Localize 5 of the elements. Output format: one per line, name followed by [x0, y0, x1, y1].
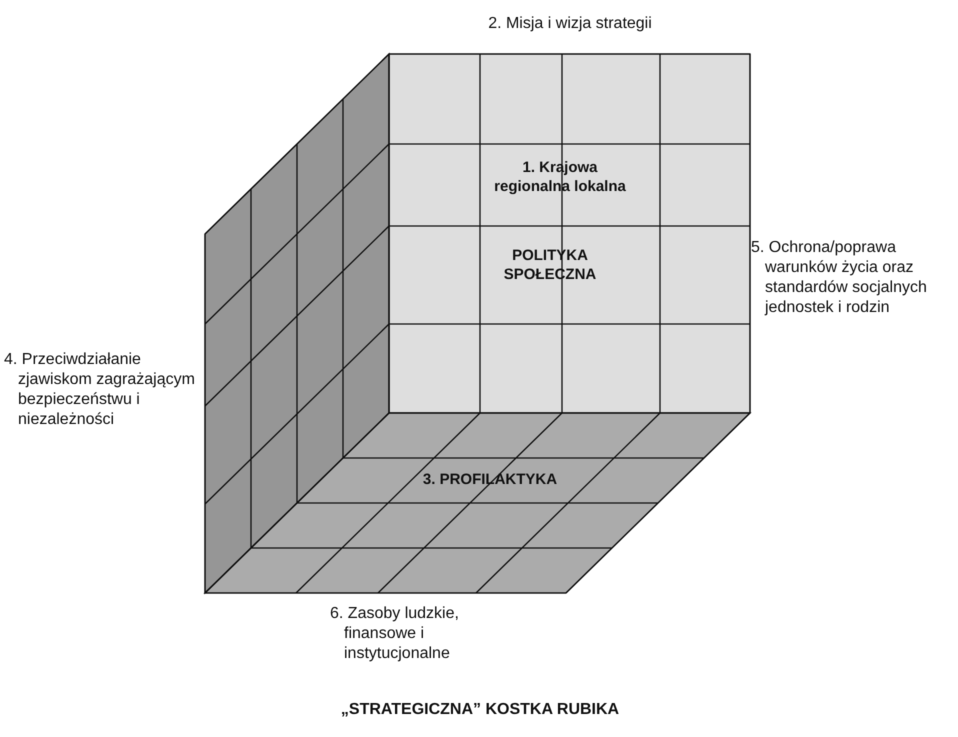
axis-label: 5. Ochrona/poprawa warunków życia oraz standardów socjalnych jednostek i rodzin — [751, 238, 928, 318]
axis-label: 4. Przeciwdziałanie zjawiskom zagrażającym bezpieczeństwu i niezależności — [4, 350, 196, 430]
axis-label: 2. Misja i wizja strategii — [487, 14, 653, 34]
axis-label: 6. Zasoby ludzkie, finansowe i instytucjonalne — [330, 604, 460, 664]
caption: „STRATEGICZNA” KOSTKA RUBIKA — [340, 700, 620, 719]
